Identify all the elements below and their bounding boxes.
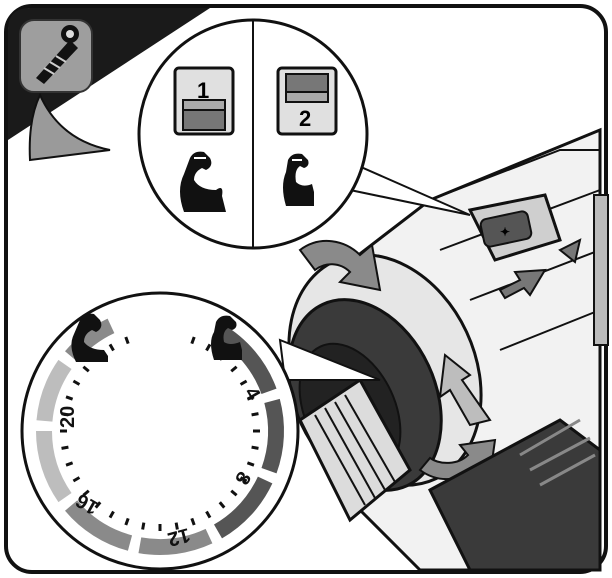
dial-segment — [138, 528, 213, 555]
dial-tick — [190, 517, 196, 526]
dial-tick — [82, 365, 90, 373]
dial-label-20: 20 — [57, 406, 79, 428]
strong-arm-icon — [180, 151, 226, 212]
dial-tick — [218, 501, 226, 509]
dial-tick — [246, 461, 255, 467]
dial-segment — [261, 398, 284, 474]
gear-selector-callout: 1 2 — [137, 18, 369, 250]
gear-2-switch: 2 — [276, 66, 338, 136]
dial-tick — [65, 395, 74, 401]
dial-tick — [251, 445, 259, 450]
strong-arm-icon — [71, 313, 108, 362]
flexed-arm-icon — [283, 153, 314, 206]
dial-segment — [65, 500, 133, 551]
torque-dial-callout: 4 8 12 16 20 — [20, 291, 300, 571]
gear-2-label: 2 — [299, 106, 311, 131]
dial-tick — [124, 517, 130, 526]
dial-tick — [230, 365, 238, 373]
dial-tick — [230, 489, 238, 497]
dial-tick — [239, 476, 248, 483]
dial-tick — [239, 379, 248, 386]
torque-dial-ring — [36, 318, 284, 555]
dial-tick — [82, 489, 90, 497]
dial-tick — [190, 336, 196, 345]
drill-illustration: ✦ — [278, 127, 609, 572]
svg-text:✦: ✦ — [500, 225, 510, 239]
dial-tick — [94, 501, 102, 509]
dial-segment — [36, 359, 72, 422]
dial-tick — [124, 336, 130, 345]
dial-segment — [36, 431, 72, 503]
dial-tick — [72, 379, 81, 386]
dial-tick — [72, 476, 81, 483]
corner-badge — [8, 8, 210, 162]
dial-segment — [214, 323, 277, 395]
dial-tick — [174, 522, 179, 530]
dial-max-icon — [71, 313, 108, 362]
dial-tick — [61, 412, 69, 417]
dial-tick — [251, 412, 259, 417]
flexed-arm-icon — [211, 315, 242, 360]
gear-1-switch: 1 — [173, 66, 235, 136]
dial-tick — [246, 395, 255, 401]
dial-segment — [214, 476, 273, 539]
dial-tick — [108, 510, 115, 519]
drill-bit-icon — [36, 25, 79, 84]
dial-min-icon — [211, 315, 242, 360]
gear-1-label: 1 — [197, 78, 209, 103]
dial-tick — [108, 343, 115, 352]
dial-tick — [205, 510, 212, 519]
dial-tick — [61, 445, 69, 450]
dial-tick — [141, 522, 146, 530]
dial-tick — [65, 461, 74, 467]
dial-tick — [205, 343, 212, 352]
